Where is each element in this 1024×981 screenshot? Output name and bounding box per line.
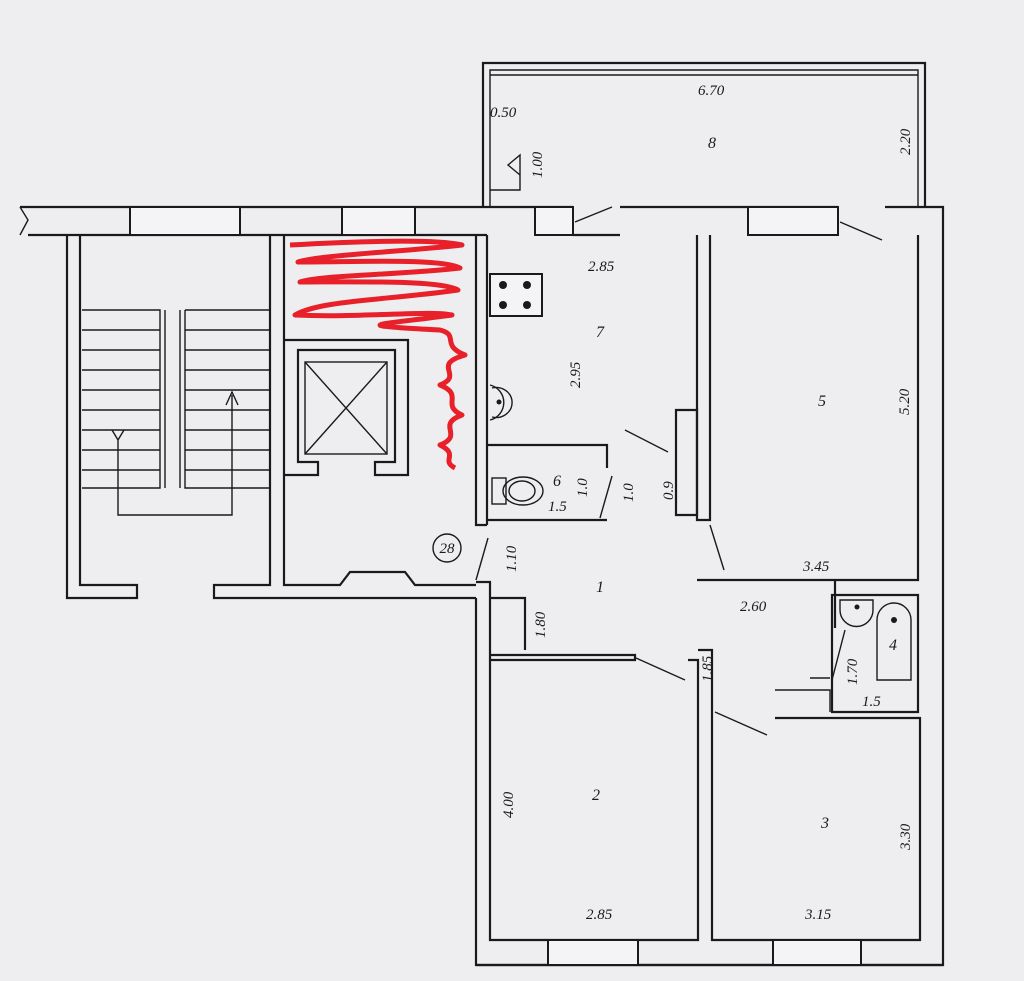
dimensions: 2.60 1.80 1.10 1.85 4.00 2.85 3.30 3.15 … — [490, 83, 914, 923]
room-number-1: 1 — [596, 579, 604, 596]
dim-label: 2.85 — [586, 907, 613, 923]
room-number-8: 8 — [708, 135, 716, 152]
dim-label: 2.20 — [898, 128, 914, 155]
dim-label: 4.00 — [501, 791, 517, 818]
dim-label: 5.20 — [897, 388, 913, 415]
dim-label: 1.10 — [504, 545, 520, 572]
balcony-room-8 — [481, 61, 927, 208]
dim-label: 3.15 — [804, 907, 832, 923]
dim-label: 2.60 — [740, 599, 767, 615]
dim-label: 0.50 — [490, 105, 517, 121]
stairwell — [65, 235, 476, 600]
window — [341, 206, 416, 236]
dim-label: 1.85 — [700, 655, 716, 682]
dim-label: 1.80 — [533, 611, 549, 638]
dim-label: 6.70 — [698, 83, 725, 99]
room-number-4: 4 — [889, 637, 897, 654]
bathtub-icon — [839, 599, 912, 681]
red-markup-scribble — [289, 238, 468, 471]
exterior-wall-top — [19, 205, 945, 967]
dim-label: 1.5 — [862, 694, 881, 710]
dim-label: 1.5 — [548, 499, 567, 515]
dim-label: 2.85 — [588, 259, 615, 275]
apartment-number: 28 — [440, 541, 456, 557]
room-number-6: 6 — [553, 473, 561, 490]
elevator-shaft — [285, 338, 410, 477]
stove-icon — [489, 273, 543, 317]
toilet-icon — [491, 476, 544, 506]
window — [772, 939, 862, 966]
window — [534, 206, 574, 236]
sink-icon — [489, 384, 513, 421]
room-number-2: 2 — [592, 787, 600, 804]
dim-label: 0.9 — [661, 481, 677, 500]
room-number-3: 3 — [820, 815, 829, 832]
room-number-5: 5 — [818, 393, 826, 410]
dim-label: 3.45 — [802, 559, 830, 575]
dim-label: 1.0 — [575, 478, 591, 497]
apartment-number-badge: 28 — [432, 533, 462, 563]
interior-walls — [474, 235, 943, 967]
window — [129, 206, 241, 236]
dim-label: 2.95 — [568, 361, 584, 388]
window — [747, 206, 839, 236]
dim-label: 3.30 — [898, 823, 914, 851]
window — [547, 939, 639, 966]
dim-label: 1.70 — [845, 658, 861, 685]
dim-label: 1.0 — [621, 483, 637, 502]
dim-label: 1.00 — [530, 151, 546, 178]
room-number-7: 7 — [596, 324, 605, 341]
